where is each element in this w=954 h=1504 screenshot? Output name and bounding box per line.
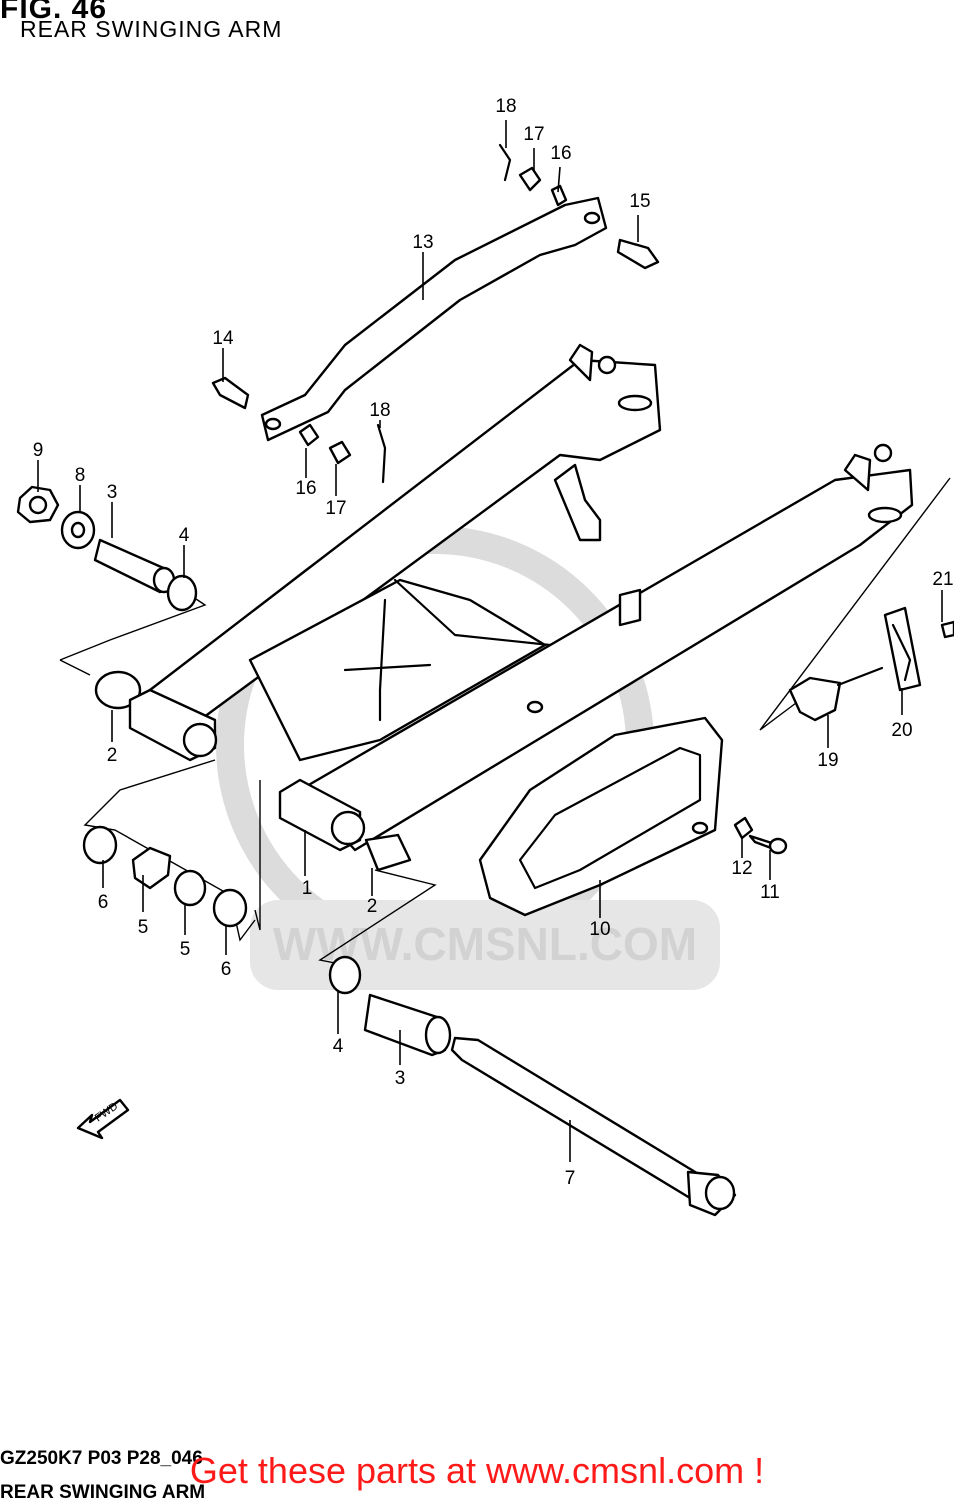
- callout-label: 18: [495, 96, 516, 117]
- callout-label: 9: [33, 440, 44, 461]
- callout-label: 6: [221, 959, 232, 980]
- fwd-arrow: FWD: [76, 1098, 130, 1140]
- callout-label: 17: [325, 498, 346, 519]
- callout-labels: 1 2 2 3 3 4 4 5 5 6 6 7 8 9 10 11 12 13 …: [33, 96, 954, 1189]
- callout-label: 5: [180, 939, 191, 960]
- callout-label: 4: [333, 1036, 344, 1057]
- callout-label: 21: [932, 569, 953, 590]
- callout-label: 15: [629, 191, 650, 212]
- callout-label: 10: [589, 919, 610, 940]
- callout-label: 19: [817, 750, 838, 771]
- callout-label: 12: [731, 858, 752, 879]
- callout-label: 16: [295, 478, 316, 499]
- figure-number: FIG. 46: [0, 0, 108, 25]
- footer-title: REAR SWINGING ARM: [0, 1482, 206, 1503]
- callout-label: 2: [107, 745, 118, 766]
- callout-label: 14: [212, 328, 234, 349]
- callout-label: 7: [565, 1168, 576, 1189]
- callout-label: 8: [75, 465, 86, 486]
- loose-parts: [16, 143, 954, 1217]
- leader-lines: [37, 120, 943, 1162]
- callout-label: 1: [302, 878, 313, 899]
- callout-label: 2: [367, 896, 378, 917]
- callout-label: 11: [760, 882, 780, 903]
- callout-label: 4: [179, 525, 190, 546]
- callout-label: 18: [369, 400, 390, 421]
- callout-label: 5: [138, 917, 149, 938]
- callout-label: 17: [523, 124, 544, 145]
- figure-title: REAR SWINGING ARM: [20, 16, 283, 42]
- chain-case: [478, 716, 724, 917]
- callout-label: 3: [107, 482, 118, 503]
- callout-label: 3: [395, 1068, 406, 1089]
- callout-label: 6: [98, 892, 109, 913]
- swing-arm: [94, 343, 914, 852]
- promo-link[interactable]: Get these parts at www.cmsnl.com !: [189, 1450, 765, 1491]
- callout-label: 16: [550, 143, 571, 164]
- callout-label: 13: [412, 232, 433, 253]
- callout-label: 20: [891, 720, 912, 741]
- figure-code: GZ250K7 P03 P28_046: [0, 1448, 203, 1469]
- torque-link: [260, 196, 608, 442]
